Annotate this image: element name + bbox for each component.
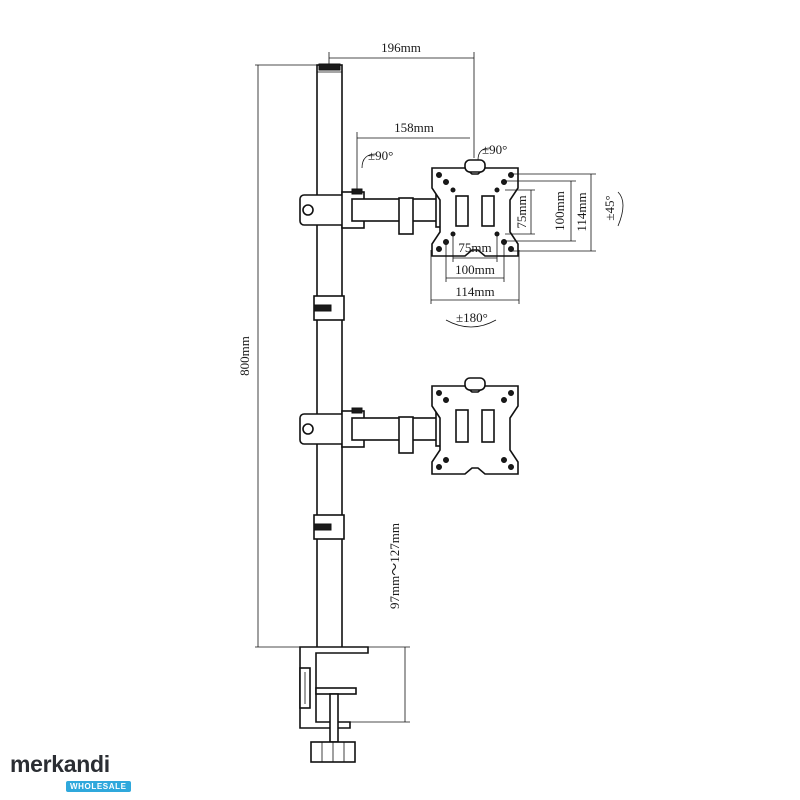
rotation-head: ±90°	[477, 142, 507, 161]
dim-total-height: 800mm	[237, 64, 317, 648]
dim-arm-length: 158mm	[356, 120, 470, 190]
dim-arm-length-label: 158mm	[394, 120, 434, 135]
pole	[316, 63, 343, 649]
vesa-plate-upper	[431, 159, 519, 257]
merkandi-logo: merkandi WHOLESALE	[10, 752, 140, 792]
logo-wholesale-badge: WHOLESALE	[66, 781, 131, 792]
dim-vesa-75-h-label: 75mm	[514, 195, 529, 228]
dim-clamp-range-label: 97mm～127mm	[387, 523, 402, 609]
rotation-arm: ±90°	[361, 148, 393, 169]
lower-arm	[299, 407, 449, 454]
dim-vesa-horizontal: 75mm 100mm 114mm	[430, 236, 520, 304]
dim-vesa-114-h-label: 114mm	[574, 192, 589, 231]
desk-clamp	[299, 646, 369, 763]
rotation-tilt-label: ±45°	[602, 195, 617, 220]
rotation-tilt: ±45°	[602, 191, 624, 227]
rotation-head-label: ±90°	[482, 142, 507, 157]
dim-arm-reach-label: 196mm	[381, 40, 421, 55]
dim-vesa-114-w-label: 114mm	[455, 284, 494, 299]
cable-clip-lower	[313, 514, 345, 540]
upper-arm	[299, 188, 449, 235]
dim-arm-reach: 196mm	[328, 40, 475, 158]
vesa-plate-lower	[431, 377, 519, 475]
dim-vesa-100-w-label: 100mm	[455, 262, 495, 277]
logo-wordmark: merkandi	[10, 751, 110, 777]
dim-total-height-label: 800mm	[237, 336, 252, 376]
dim-clamp-range: 97mm～127mm	[350, 523, 410, 723]
rotation-plate: ±180°	[445, 310, 497, 328]
dim-vesa-75-w-label: 75mm	[458, 240, 491, 255]
dim-vesa-vertical: 75mm 100mm 114mm	[505, 173, 596, 252]
cable-clip-upper	[313, 295, 345, 321]
rotation-arm-label: ±90°	[368, 148, 393, 163]
rotation-plate-label: ±180°	[456, 310, 488, 325]
dim-vesa-100-h-label: 100mm	[552, 191, 567, 231]
